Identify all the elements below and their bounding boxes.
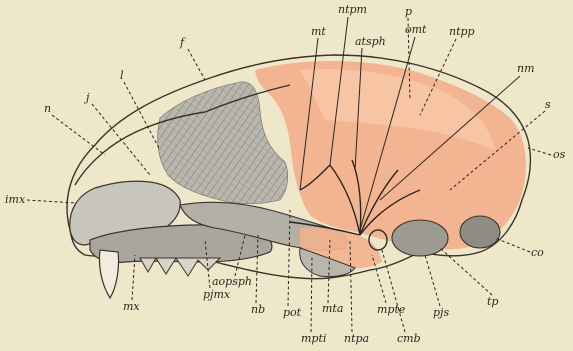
- label-aopsph: aopsph: [212, 275, 252, 288]
- label-pjmx: pjmx: [203, 288, 231, 301]
- label-j: j: [83, 91, 90, 104]
- label-mpte: mpte: [377, 303, 406, 316]
- label-mta: mta: [322, 302, 343, 315]
- label-ntpp: ntpp: [449, 25, 475, 38]
- label-pot: pot: [283, 306, 302, 319]
- label-co: co: [531, 246, 544, 259]
- label-l: l: [120, 69, 124, 82]
- orbit-mesh: [158, 82, 288, 204]
- auditory-bulla: [392, 220, 448, 256]
- label-nb: nb: [251, 303, 265, 316]
- label-f: f: [179, 36, 186, 49]
- label-imx: imx: [5, 193, 26, 206]
- canine-tooth: [99, 250, 118, 298]
- label-atsph: atsph: [355, 35, 386, 48]
- label-cmb: cmb: [397, 332, 421, 345]
- label-mx: mx: [123, 300, 140, 313]
- label-nm: nm: [517, 62, 535, 75]
- label-ntpm: ntpm: [338, 3, 367, 16]
- label-os: os: [553, 148, 566, 161]
- label-mpti: mpti: [301, 332, 326, 345]
- label-s: s: [545, 98, 551, 111]
- label-mt: mt: [311, 25, 326, 38]
- label-p: p: [405, 5, 412, 18]
- premolar-teeth: [140, 258, 220, 276]
- label-ntpa: ntpa: [344, 332, 369, 345]
- label-n: n: [44, 102, 51, 115]
- occipital-condyle: [460, 216, 500, 248]
- label-tp: tp: [487, 295, 498, 308]
- label-pjs: pjs: [433, 306, 449, 319]
